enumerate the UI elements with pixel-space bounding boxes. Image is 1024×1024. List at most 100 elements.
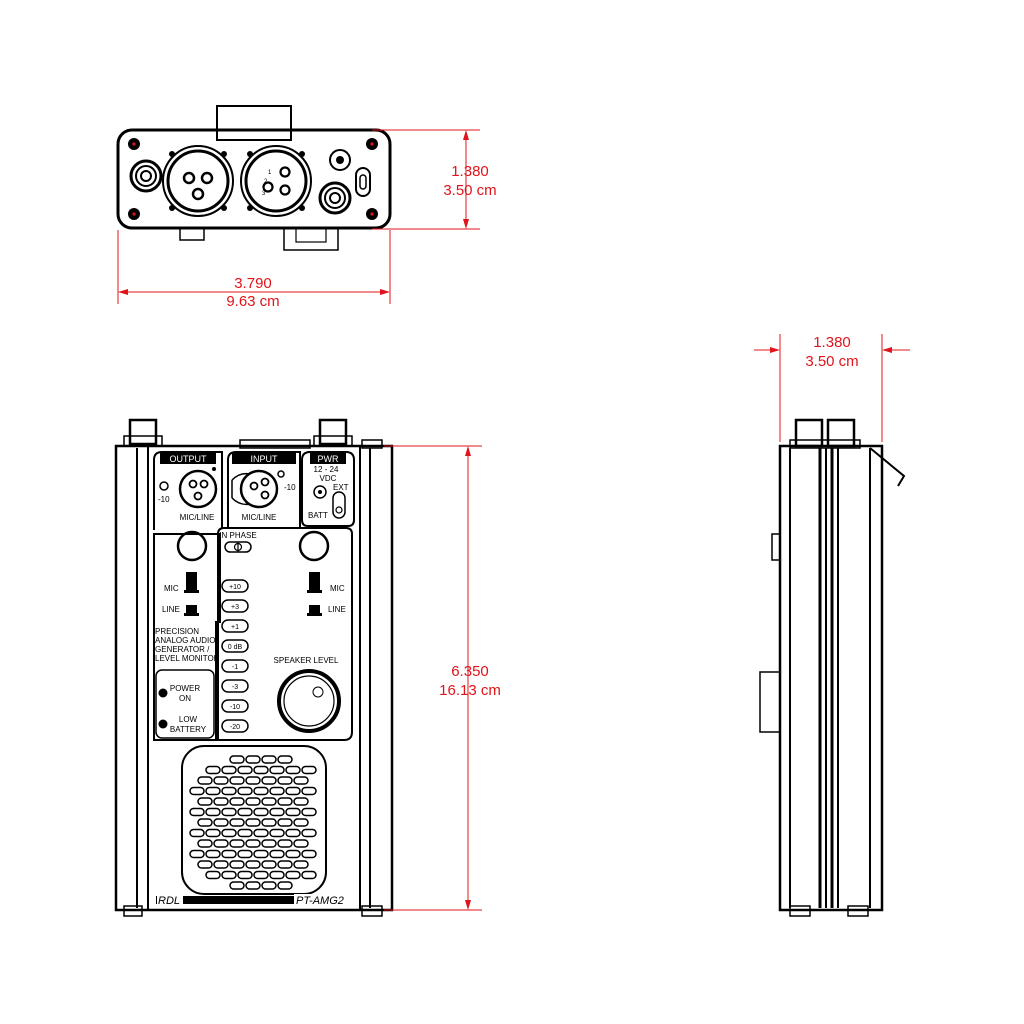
front-panel [147, 445, 361, 911]
brand-text: RDL [158, 895, 180, 907]
grille-hole [301, 786, 317, 796]
grille-hole [245, 797, 261, 806]
right-line-label: LINE [328, 605, 346, 614]
speaker-level-label: SPEAKER LEVEL [274, 656, 339, 665]
meter-label: 0 dB [228, 644, 243, 651]
grille-hole [253, 765, 269, 775]
pin-label: 1 [268, 170, 272, 176]
mic-line-switch-right[interactable] [309, 572, 320, 590]
input-level-knob-icon[interactable] [298, 530, 330, 562]
grille-hole [261, 839, 277, 848]
grille-hole [269, 807, 285, 817]
output-micline: MIC/LINE [180, 513, 215, 522]
grille-hole [261, 755, 277, 764]
grille-hole [213, 797, 229, 806]
grille-hole [237, 870, 253, 880]
grille-hole [277, 755, 293, 764]
top-panel-view: OUTPUT -10 MIC/LINE INPUT -10 MIC/LINE [114, 418, 501, 917]
slide-switch [355, 167, 371, 197]
grille-hole [205, 786, 221, 796]
grille-hole [253, 786, 269, 796]
end-panel-outline [116, 128, 392, 230]
grille-hole [197, 839, 213, 848]
grille-hole [245, 755, 261, 764]
grille-hole [293, 797, 309, 806]
grille-hole [213, 839, 229, 848]
side-connector-2 [826, 418, 856, 448]
output-level-knob-icon[interactable] [176, 530, 208, 562]
grille-hole [213, 776, 229, 785]
rca-jack-left [129, 159, 163, 193]
grille-hole [285, 849, 301, 859]
grille-hole [205, 828, 221, 838]
description-line-3: GENERATOR / [155, 645, 210, 654]
grille-hole [237, 765, 253, 775]
grille-hole [197, 776, 213, 785]
grille-hole [237, 849, 253, 859]
grille-hole [261, 818, 277, 827]
low-battery-label-1: LOW [179, 715, 198, 724]
meter-led [221, 679, 249, 693]
grille-hole [229, 797, 245, 806]
grille-hole [269, 870, 285, 880]
dim-side-depth: 1.380 [813, 334, 851, 351]
grille-hole [277, 860, 293, 869]
meter-led [221, 659, 249, 673]
meter-led [221, 579, 249, 593]
left-mic-label: MIC [164, 584, 179, 593]
grille-hole [237, 786, 253, 796]
mic-line-switch-left[interactable] [186, 572, 197, 590]
grille-hole [277, 881, 293, 890]
grille-hole [221, 849, 237, 859]
meter-label: -20 [230, 724, 240, 731]
grille-hole [245, 818, 261, 827]
output-label: OUTPUT [170, 454, 208, 464]
grille-hole [205, 765, 221, 775]
left-line-label: LINE [162, 605, 180, 614]
grille-hole [229, 881, 245, 890]
pwr-vdc: VDC [320, 474, 337, 483]
power-led-icon [158, 688, 168, 698]
grille-hole [205, 849, 221, 859]
meter-label: -1 [232, 664, 238, 671]
rca-top-right [318, 418, 348, 446]
side-knob-profile-large [759, 671, 781, 733]
front-end-view: 1 2 3 1.380 3.50 cm 3.790 9. [116, 105, 497, 310]
grille-hole [253, 870, 269, 880]
grille-hole [293, 776, 309, 785]
meter-led [221, 599, 249, 613]
grille-hole [197, 797, 213, 806]
meter-led [221, 719, 249, 733]
grille-hole [277, 776, 293, 785]
right-mic-label: MIC [330, 584, 345, 593]
dim-top-height-cm: 16.13 cm [439, 682, 501, 699]
grille-hole [253, 849, 269, 859]
grille-hole [189, 786, 205, 796]
grille-hole [213, 860, 229, 869]
power-label-1: POWER [170, 684, 200, 693]
dim-front-width-cm: 9.63 cm [226, 293, 279, 310]
grille-hole [245, 881, 261, 890]
rca-top-left [128, 418, 158, 446]
pwr-voltage: 12 - 24 [314, 465, 339, 474]
meter-label: +1 [231, 624, 239, 631]
input-label: INPUT [251, 454, 279, 464]
dc-jack-icon [313, 485, 327, 499]
in-phase-label: IN PHASE [219, 531, 256, 540]
grille-hole [285, 870, 301, 880]
pwr-section-frame [301, 451, 355, 527]
grille-hole [237, 828, 253, 838]
speaker-level-knob-icon[interactable] [277, 669, 341, 733]
grille-hole [229, 860, 245, 869]
grille-hole [301, 765, 317, 775]
xlr-male-connector [162, 145, 234, 217]
grille-hole [189, 828, 205, 838]
pwr-label: PWR [318, 454, 339, 464]
top-tab [216, 105, 292, 141]
grille-hole [221, 828, 237, 838]
model-label: PT-AMG2 [296, 895, 344, 907]
meter-label: +3 [231, 604, 239, 611]
grille-hole [261, 860, 277, 869]
description-line-1: PRECISION [155, 627, 199, 636]
grille-hole [301, 828, 317, 838]
